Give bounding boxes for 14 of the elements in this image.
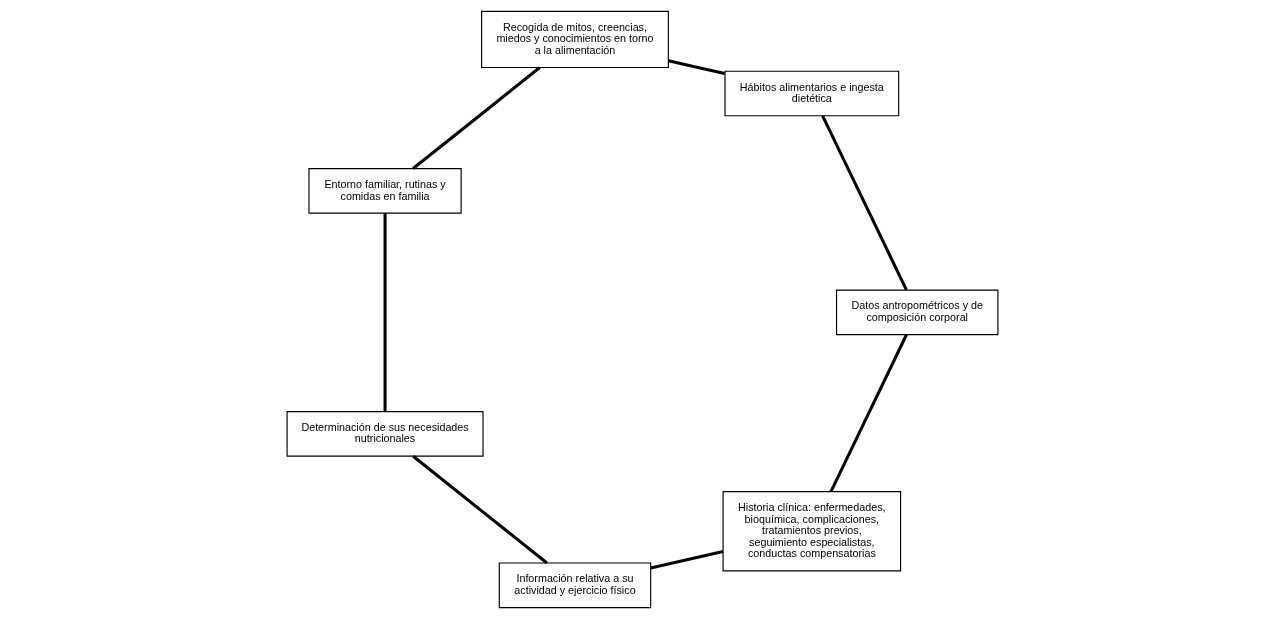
node-box: Hábitos alimentarios e ingesta dietética (724, 70, 900, 117)
connector (829, 334, 908, 493)
node-box: Información relativa a su actividad y ejercicio físico (498, 562, 652, 609)
node-box: Recogida de mitos, creencias, miedos y conocimientos en torno a la alimentación (481, 10, 669, 69)
connector (821, 115, 908, 291)
node-box: Historia clínica: enfermedades, bioquímica, complicaciones, tratamientos previos, seguimiento especialistas, conductas compensatorias (722, 491, 902, 572)
connector (383, 213, 387, 412)
node-box: Determinación de sus necesidades nutricionales (286, 411, 484, 457)
connector (650, 550, 724, 570)
node-box: Datos antropométricos y de composición corporal (835, 289, 999, 336)
connector (668, 59, 726, 76)
node-box: Entorno familiar, rutinas y comidas en familia (308, 168, 462, 214)
connector (412, 455, 548, 565)
connector (412, 66, 541, 170)
